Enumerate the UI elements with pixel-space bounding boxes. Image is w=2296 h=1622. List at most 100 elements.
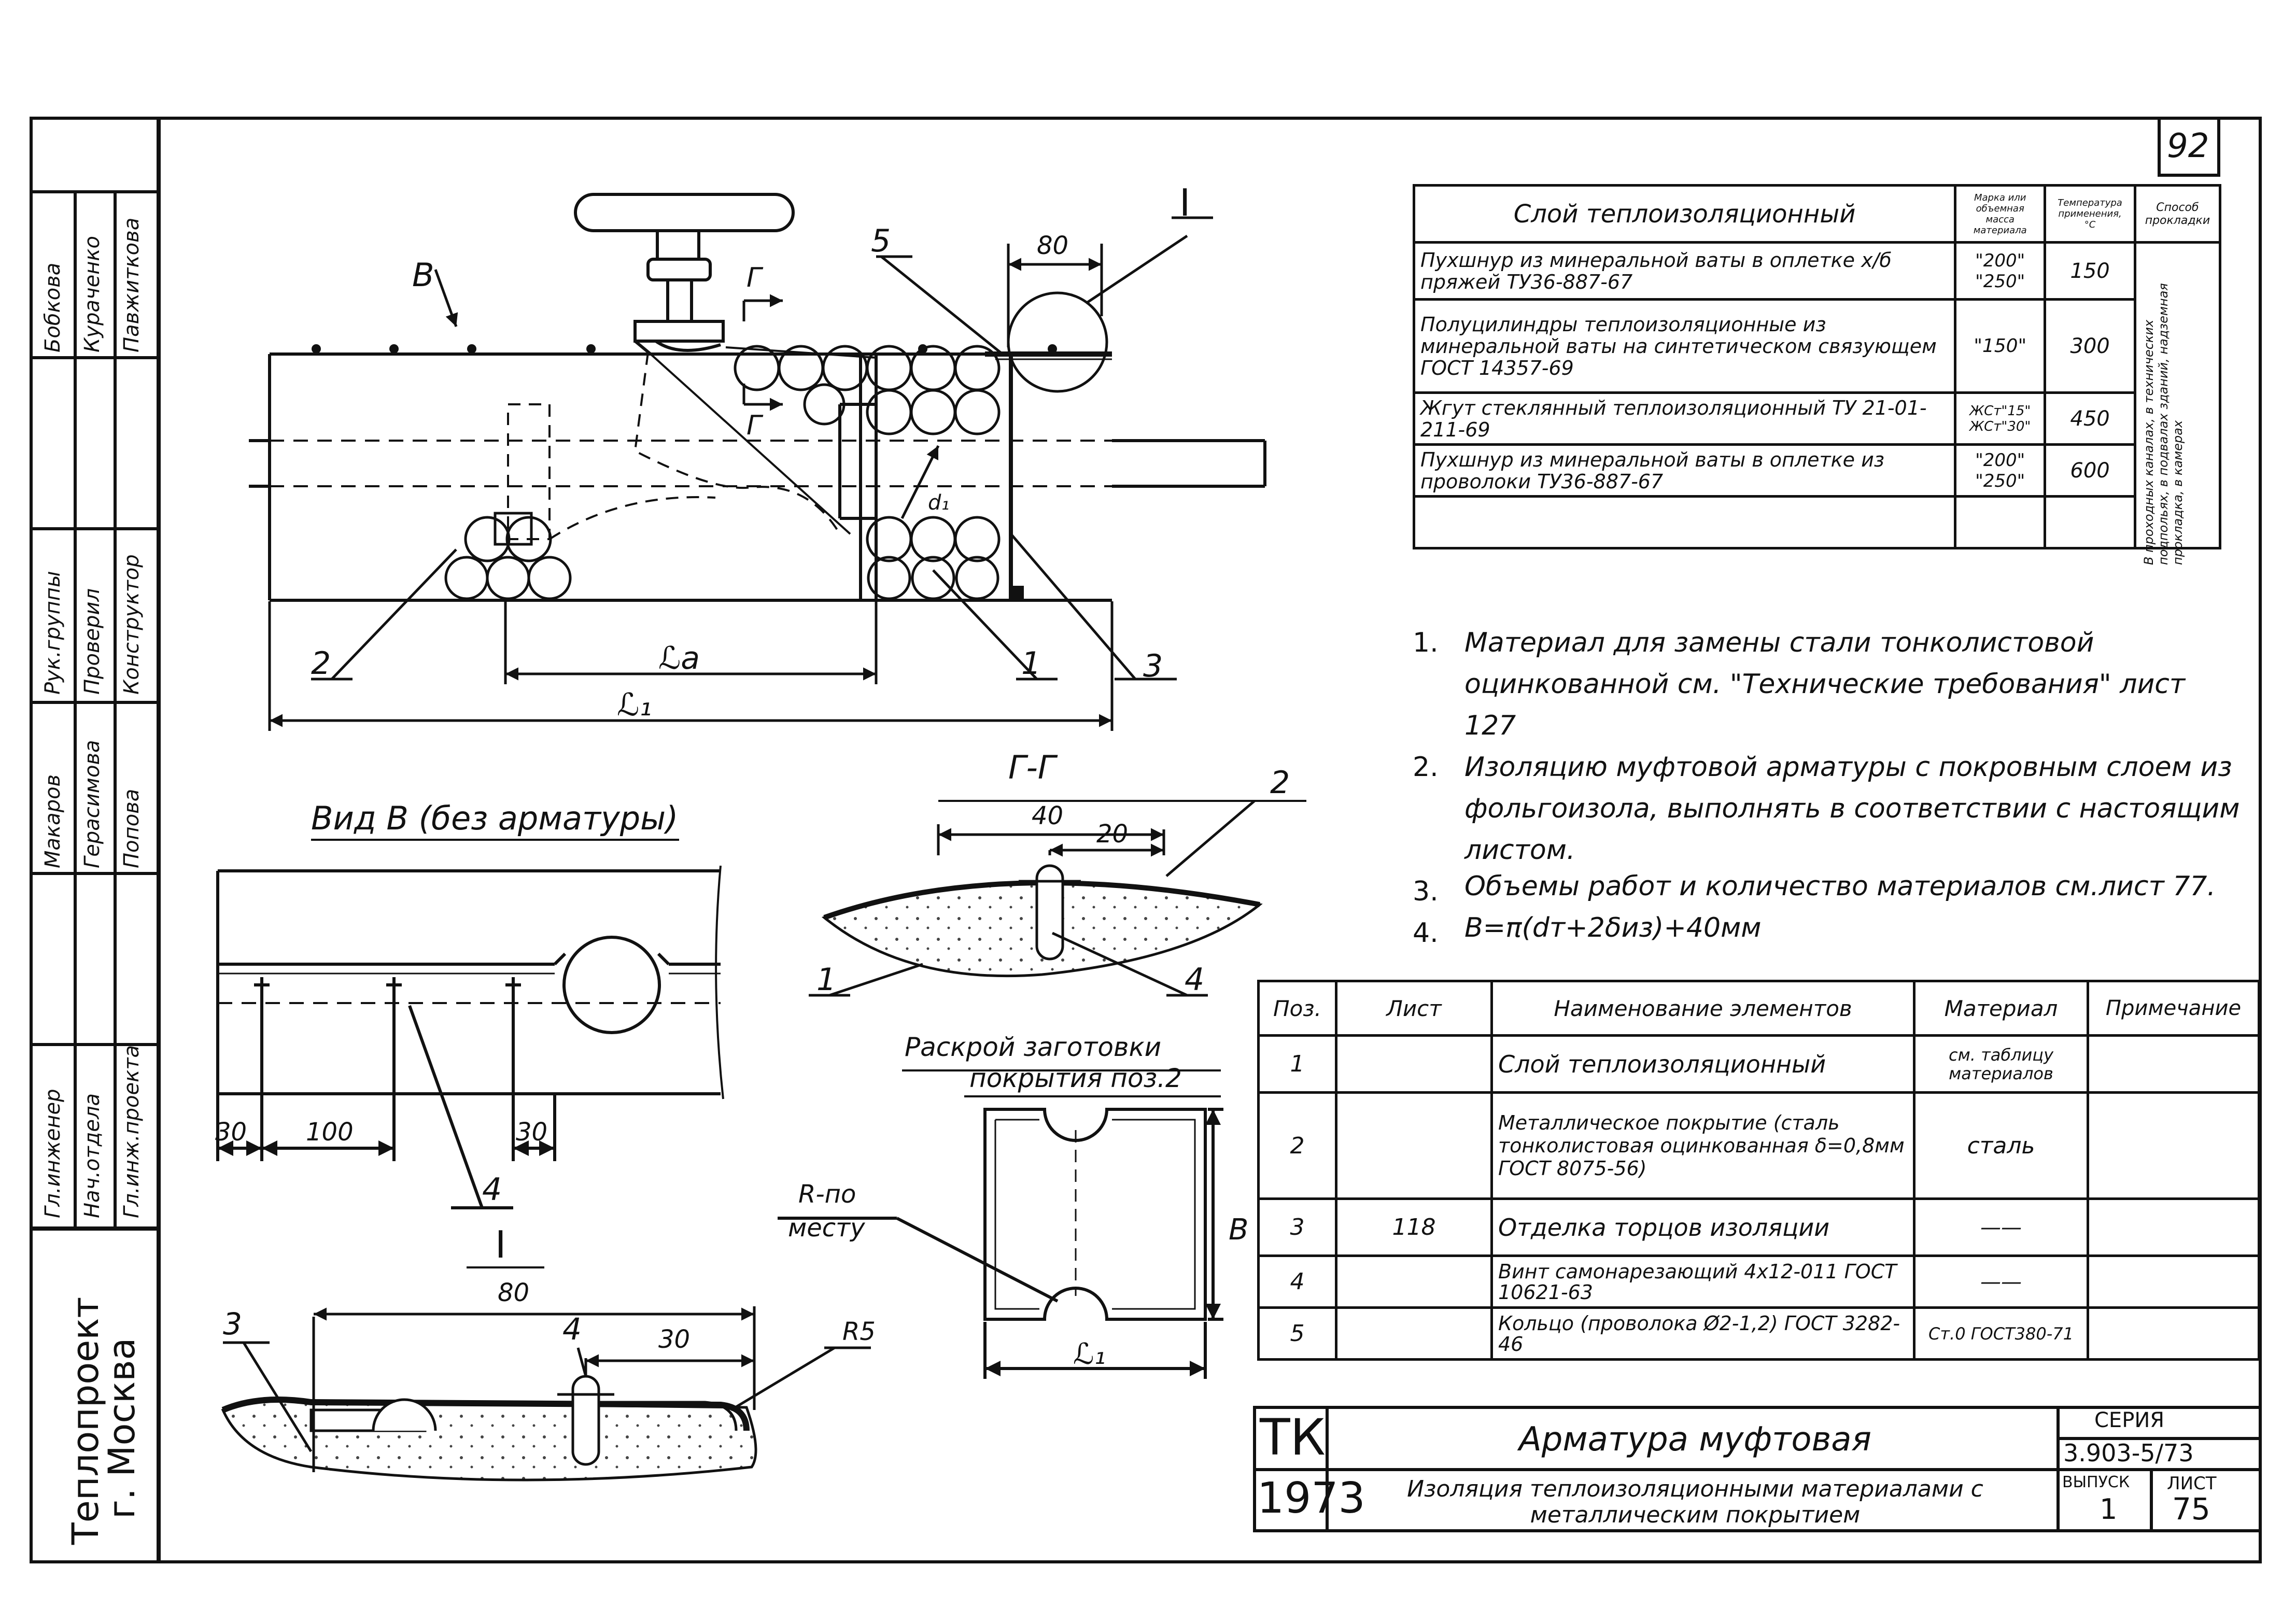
section-gg-title: Г-Г xyxy=(1008,749,1056,786)
dim-d1: d₁ xyxy=(928,491,950,515)
ins-row-1-material: Пухшнур из минеральной ваты в оплетке х/… xyxy=(1412,241,1957,301)
tb-series-label: СЕРИЯ xyxy=(2094,1408,2165,1432)
el-row-1-pos: 1 xyxy=(1257,1034,1337,1094)
dim-gg-20: 20 xyxy=(1096,820,1129,849)
tb-issue-label: ВЫПУСК xyxy=(2062,1473,2130,1491)
side-name-2: Павжиткова xyxy=(120,217,144,352)
section-gg xyxy=(809,800,1306,997)
el-row-5-note xyxy=(2087,1306,2260,1361)
side-role-2: Гл.инж.проекта xyxy=(120,1045,144,1218)
side-role-4: Проверил xyxy=(80,588,104,695)
sheet-number-box xyxy=(2158,117,2220,177)
side-name-1: Кураченко xyxy=(80,236,104,352)
side-role-0: Гл.инженер xyxy=(41,1089,65,1218)
side-role-5: Конструктор xyxy=(120,554,144,695)
tb-sheet: 75 xyxy=(2172,1491,2210,1527)
note-1-num: 1. xyxy=(1413,627,1439,658)
side-name-5: Попова xyxy=(120,788,144,868)
side-role-3: Рук.группы xyxy=(41,571,65,695)
dim-la: ℒа xyxy=(658,640,700,676)
dim-gg-40: 40 xyxy=(1032,801,1064,830)
dim-det-r5: R5 xyxy=(842,1317,876,1346)
tb-year: 1973 xyxy=(1257,1474,1365,1523)
ins-row-1-temp: 150 xyxy=(2044,241,2136,301)
dim-blank-l1: ℒ₁ xyxy=(1073,1337,1106,1371)
ins-row-4-material: Пухшнур из минеральной ваты в оплетке из… xyxy=(1412,443,1957,498)
el-row-5-sheet xyxy=(1335,1306,1493,1361)
el-row-1-name: Слой теплоизоляционный xyxy=(1490,1034,1915,1094)
ins-header-temp: Температура применения, °С xyxy=(2044,184,2136,244)
ins-row-empty-2 xyxy=(1954,495,2047,549)
el-row-4-sheet xyxy=(1335,1254,1493,1309)
el-row-3-name: Отделка торцов изоляции xyxy=(1490,1197,1915,1257)
blank-title-1: Раскрой заготовки xyxy=(905,1032,1162,1062)
side-name-4: Герасимова xyxy=(80,740,104,868)
callout-b: В xyxy=(412,256,434,294)
main-end-hatch xyxy=(1011,586,1024,600)
callout-i: I xyxy=(1179,181,1191,224)
note-3: 3. Объемы работ и количество материалов … xyxy=(1413,871,2242,912)
ins-header-mark: Марка или объемная масса материала xyxy=(1954,184,2047,244)
insulation-table: Слой теплоизоляционный Марка или объемна… xyxy=(1412,184,2222,565)
el-header-pos: Поз. xyxy=(1257,980,1337,1037)
ins-method-text: В проходных каналах, в технических подпо… xyxy=(2141,283,2185,565)
title-block-frame xyxy=(1253,1406,2262,1532)
ins-row-empty-3 xyxy=(2044,495,2136,549)
tb-sheet-label: ЛИСТ xyxy=(2167,1473,2217,1494)
el-row-2-name: Металлическое покрытие (сталь тонколисто… xyxy=(1490,1091,1915,1200)
el-header-sheet: Лист xyxy=(1335,980,1493,1037)
ins-header-method: Способ прокладки xyxy=(2133,184,2222,244)
dim-det-80: 80 xyxy=(498,1278,530,1307)
note-1: 1. Материал для замены стали тонколистов… xyxy=(1413,622,2242,746)
side-city: г. Москва xyxy=(101,1337,143,1519)
el-row-1-material: см. таблицу материалов xyxy=(1913,1034,2089,1094)
el-row-5-material: Ст.0 ГОСТ380-71 xyxy=(1913,1306,2089,1361)
el-header-note: Примечание xyxy=(2087,980,2260,1037)
callout-1-main: 1 xyxy=(1021,645,1041,682)
dim-l1: ℒ₁ xyxy=(617,687,652,723)
detail-i xyxy=(221,1266,871,1482)
callout-4-det: 4 xyxy=(562,1311,582,1347)
el-row-3-note xyxy=(2087,1197,2260,1257)
dim-det-30: 30 xyxy=(658,1325,691,1354)
main-view-marks xyxy=(268,216,1213,731)
tb-org-code: ТК xyxy=(1260,1408,1326,1466)
blank-title-2: покрытия поз.2 xyxy=(969,1063,1182,1093)
callout-2-main: 2 xyxy=(311,645,331,682)
side-name-0: Бобкова xyxy=(41,262,65,352)
ins-row-empty-1 xyxy=(1412,495,1957,549)
el-row-4-note xyxy=(2087,1254,2260,1309)
casing-rivets xyxy=(312,344,1057,354)
el-row-2-note xyxy=(2087,1091,2260,1200)
note-4-text: B=π(dт+2δиз)+40мм xyxy=(1464,912,1762,943)
dim-blank-b: В xyxy=(1229,1213,1249,1247)
ins-row-4-mark: "200" "250" xyxy=(1954,443,2047,498)
ins-row-2-material: Полуцилиндры теплоизоляционные из минера… xyxy=(1412,298,1957,394)
el-row-1-sheet xyxy=(1335,1034,1493,1094)
el-row-4-material: —— xyxy=(1913,1254,2089,1309)
el-row-3-sheet: 118 xyxy=(1335,1197,1493,1257)
el-header-material: Материал xyxy=(1913,980,2089,1037)
note-3-num: 3. xyxy=(1413,876,1439,907)
ins-row-1-mark: "200" "250" xyxy=(1954,241,2047,301)
side-org: Теплопроект xyxy=(64,1296,107,1545)
el-row-1-note xyxy=(2087,1034,2260,1094)
callout-3-det: 3 xyxy=(223,1306,242,1342)
el-header-name: Наименование элементов xyxy=(1490,980,1915,1037)
sheet-frame xyxy=(30,117,2262,1563)
side-name-3: Макаров xyxy=(41,774,65,868)
detail-i-title: I xyxy=(495,1223,506,1266)
callout-3-main: 3 xyxy=(1143,648,1163,684)
el-row-2-material: сталь xyxy=(1913,1091,2089,1200)
main-view xyxy=(249,193,1266,602)
elements-table: Поз. Лист Наименование элементов Материа… xyxy=(1257,980,2260,1361)
el-row-3-pos: 3 xyxy=(1257,1197,1337,1257)
blank-cut xyxy=(778,1069,1223,1379)
note-2-num: 2. xyxy=(1413,752,1439,783)
side-role-1: Нач.отдела xyxy=(80,1093,104,1218)
dim-view-30a: 30 xyxy=(215,1118,247,1147)
tb-title: Арматура муфтовая xyxy=(1519,1420,1871,1459)
callout-1-gg: 1 xyxy=(816,962,837,998)
tb-issue: 1 xyxy=(2100,1493,2118,1526)
